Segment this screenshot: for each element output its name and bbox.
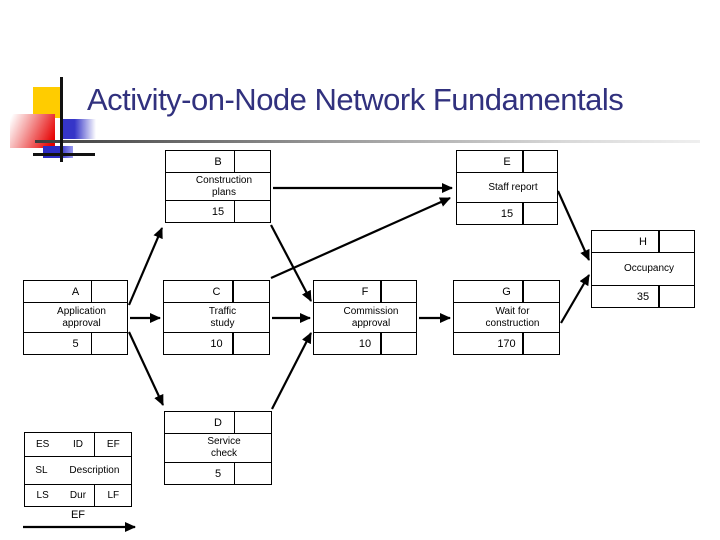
node-c: C Traffic study 10 (163, 280, 270, 355)
decoration-blue-square (63, 119, 96, 139)
cell-divider (233, 151, 236, 172)
node-duration-row: 35 (592, 286, 694, 307)
legend-id: ID (72, 439, 83, 450)
node-id: B (214, 155, 222, 168)
title-underline-rule (35, 140, 700, 143)
cell-divider (233, 463, 236, 484)
decoration-yellow-square (33, 87, 60, 118)
node-duration-row: 5 (165, 463, 271, 484)
cell-divider (380, 333, 382, 354)
cell-divider (658, 286, 660, 307)
node-description: Traffic study (164, 302, 269, 333)
node-id-row: F (314, 281, 416, 302)
node-description: Occupancy (592, 252, 694, 286)
arrow-b-to-f (270, 224, 312, 302)
legend-ls: LS (36, 490, 49, 501)
legend-dur: Dur (69, 490, 87, 501)
node-description: Service check (165, 433, 271, 463)
node-duration: 170 (497, 337, 516, 350)
cell-divider (233, 201, 236, 222)
node-description: Application approval (24, 302, 127, 333)
cell-divider (233, 412, 236, 433)
cell-divider (522, 281, 524, 302)
node-duration-row: 15 (457, 203, 557, 224)
node-duration-row: 10 (314, 333, 416, 354)
legend-top-row: ES ID EF (25, 433, 131, 456)
arrow-g-to-h (560, 274, 590, 324)
node-id-row: E (457, 151, 557, 172)
node-description: Wait for construction (454, 302, 559, 333)
node-duration: 5 (72, 337, 79, 350)
cell-divider (93, 433, 96, 456)
node-duration: 15 (500, 207, 514, 220)
decoration-crosshair-horizontal (33, 153, 95, 156)
node-duration-row: 170 (454, 333, 559, 354)
node-description: Staff report (457, 172, 557, 203)
legend-es: ES (35, 439, 50, 450)
cell-divider (90, 333, 93, 354)
node-duration-row: 15 (166, 201, 270, 222)
decoration-blue-square-small (43, 146, 73, 158)
node-d: D Service check 5 (164, 411, 272, 485)
legend-bottom-row: LS Dur LF (25, 485, 131, 506)
node-id-row: A (24, 281, 127, 302)
node-id: E (503, 155, 511, 168)
node-description: Commission approval (314, 302, 416, 333)
legend-description: Description (69, 465, 120, 476)
node-duration: 10 (210, 337, 223, 350)
legend-box: ES ID EF SL Description LS Dur LF (24, 432, 132, 507)
node-id: D (214, 416, 222, 429)
arrow-d-to-f (271, 332, 312, 410)
arrow-e-to-h (556, 190, 591, 261)
cell-divider (522, 151, 524, 172)
node-duration: 10 (358, 337, 372, 350)
cell-divider (522, 203, 524, 224)
legend-lf: LF (107, 490, 120, 501)
node-id: H (639, 235, 647, 248)
legend-arrow-label: EF (70, 509, 86, 521)
cell-divider (232, 333, 234, 354)
node-id: C (212, 285, 221, 298)
node-duration: 5 (214, 467, 222, 480)
node-duration: 15 (211, 205, 225, 218)
cell-divider (658, 231, 660, 252)
node-g: G Wait for construction 170 (453, 280, 560, 355)
decoration-crosshair-vertical (60, 77, 63, 162)
node-h: H Occupancy 35 (591, 230, 695, 308)
node-id-row: B (166, 151, 270, 172)
slide-title: Activity-on-Node Network Fundamentals (87, 82, 624, 117)
arrow-a-to-d (128, 331, 164, 406)
node-id: G (502, 285, 511, 298)
legend-sl: SL (35, 465, 48, 476)
cell-divider (522, 333, 524, 354)
node-id: F (361, 285, 369, 298)
arrow-a-to-b (127, 227, 164, 306)
node-a: A Application approval 5 (23, 280, 128, 355)
node-f: F Commission approval 10 (313, 280, 417, 355)
node-e: E Staff report 15 (456, 150, 558, 225)
node-id-row: C (164, 281, 269, 302)
cell-divider (380, 281, 382, 302)
cell-divider (90, 281, 93, 302)
legend-middle-row: SL Description (25, 456, 131, 485)
cell-divider (232, 281, 234, 302)
cell-divider (93, 485, 96, 506)
node-duration: 35 (636, 290, 650, 303)
node-id-row: G (454, 281, 559, 302)
legend-ef: EF (106, 439, 120, 450)
node-duration-row: 5 (24, 333, 127, 354)
node-id-row: H (592, 231, 694, 252)
node-id: A (71, 285, 80, 298)
node-duration-row: 10 (164, 333, 269, 354)
node-b: B Construction plans 15 (165, 150, 271, 223)
arrow-c-to-e (270, 196, 451, 280)
node-description: Construction plans (166, 172, 270, 201)
node-id-row: D (165, 412, 271, 433)
